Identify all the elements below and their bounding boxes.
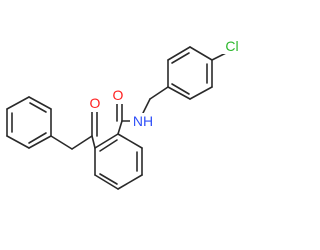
oxygen-atom-label: O <box>90 95 101 111</box>
atom-label-layer: O O NH Cl <box>88 38 242 129</box>
structure-drawing: O O NH Cl <box>6 38 242 190</box>
bond <box>91 135 96 149</box>
nitrogen-atom-label: NH <box>133 113 153 129</box>
bond <box>29 102 47 113</box>
bond <box>149 86 169 100</box>
bond <box>94 174 119 190</box>
bond <box>99 139 118 152</box>
bond <box>167 86 191 100</box>
bond <box>117 120 123 135</box>
nitrogen-label-bg <box>130 113 156 129</box>
oxygen-atom-label: O <box>113 87 124 103</box>
bond <box>50 135 73 150</box>
bond <box>142 98 151 114</box>
bond <box>6 135 30 149</box>
oxygen-label-bg <box>111 88 125 104</box>
chlorine-atom-label: Cl <box>225 38 238 54</box>
bond <box>28 96 52 110</box>
bond <box>171 83 190 95</box>
oxygen-label-bg <box>88 96 102 112</box>
bond <box>117 133 143 149</box>
bond-layer <box>6 46 227 190</box>
bond <box>211 52 227 61</box>
bond <box>189 86 213 100</box>
molecule-canvas: O O NH Cl <box>6 38 242 190</box>
bond <box>28 135 52 149</box>
bond <box>189 46 213 61</box>
bond <box>6 96 30 110</box>
bond <box>94 133 119 149</box>
bond <box>171 52 190 64</box>
bond <box>99 173 118 185</box>
bond <box>71 135 93 150</box>
bond <box>117 174 143 190</box>
chlorine-label-bg <box>222 38 242 54</box>
bond <box>167 46 191 61</box>
bond <box>28 132 47 144</box>
